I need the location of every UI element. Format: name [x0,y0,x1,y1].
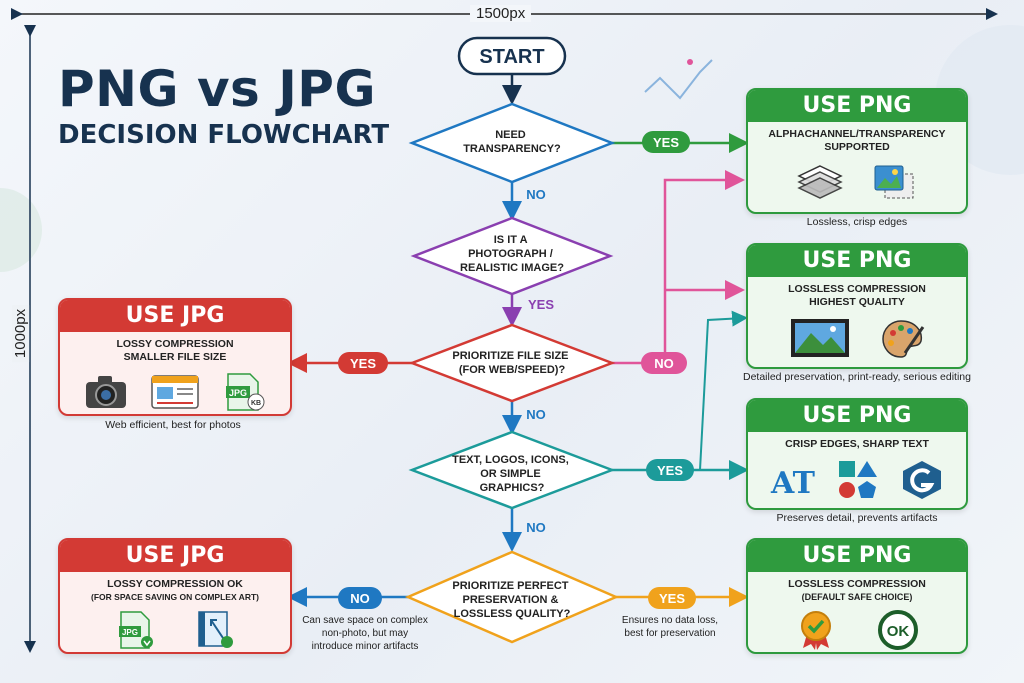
card-header: USE PNG [748,245,966,277]
svg-text:YES: YES [653,135,679,150]
decision-file-size-text: PRIORITIZE FILE SIZE (FOR WEB/SPEED)? [452,350,571,376]
width-dimension-label: 1500px [470,5,532,22]
decision-graphics [408,430,616,510]
connector-d4-yes-png2 [699,310,748,471]
connector-d3-no-png1 [612,170,745,365]
award-icon [801,611,831,650]
svg-text:YES: YES [350,356,376,371]
branch-no-pill: NO [641,352,687,374]
layers-icon [797,165,843,199]
card-header: USE PNG [748,400,966,432]
decor-dot [687,59,693,65]
svg-text:OK: OK [887,623,910,640]
decision-photograph-text: IS IT A PHOTOGRAPH / REALISTIC IMAGE? [460,234,564,274]
branch-no-label: NO [526,520,546,535]
card-header: USE PNG [748,90,966,122]
svg-text:YES: YES [657,463,683,478]
branch-no-label: NO [526,187,546,202]
card-subtitle: CRISP EDGES, SHARP TEXT [785,438,929,450]
note-yes-branch: Ensures no data loss,best for preservati… [621,615,719,639]
camera-icon [86,376,126,408]
svg-text:NO: NO [526,187,546,202]
start-label: START [479,46,544,68]
card-subtitle: LOSSY COMPRESSION OK(FOR SPACE SAVING ON… [91,578,259,602]
decision-transparency-text: NEED TRANSPARENCY? [463,129,561,155]
card-caption: Detailed preservation, print-ready, seri… [742,371,971,383]
branch-yes-pill: YES [338,352,388,374]
logo-icon [903,461,941,499]
decor-circle [0,188,42,272]
svg-text:KB: KB [251,400,261,407]
page-subtitle: DECISION FLOWCHART [58,120,390,150]
svg-text:NO: NO [526,407,546,422]
branch-yes-pill: YES [646,459,694,481]
decision-preservation [404,550,620,644]
palette-icon [882,320,925,358]
jpg-file-icon: JPG KB [226,373,265,411]
branch-yes-pill: YES [648,587,696,609]
card-header: USE JPG [60,540,290,572]
decision-transparency [408,102,616,184]
branch-no-pill: NO [338,587,382,609]
jpg-file-icon: JPG [119,611,153,649]
decision-file-size [408,323,616,403]
svg-text:JPG: JPG [229,388,247,398]
card-caption: Preserves detail, prevents artifacts [776,512,938,524]
decision-preservation-text: PRIORITIZE PERFECT PRESERVATION & LOSSLE… [452,580,571,620]
card-header: USE PNG [748,540,966,572]
branch-yes-label: YES [528,297,554,312]
decor-line-icon [644,59,713,100]
svg-text:JPG: JPG [122,628,138,637]
browser-icon [151,375,199,409]
start-node [457,36,567,76]
branch-no-label: NO [526,407,546,422]
card-header: USE JPG [60,300,290,332]
svg-text:AT: AT [770,466,816,501]
result-card-png-crisp: USE PNG CRISP EDGES, SHARP TEXT AT [746,398,968,510]
shapes-icon [839,461,877,498]
svg-text:NO: NO [654,356,674,371]
svg-text:NO: NO [526,520,546,535]
svg-text:NO: NO [350,591,370,606]
text-icon: AT [770,466,816,501]
photo-icon [791,319,849,357]
height-dimension-label: 1000px [12,304,30,363]
card-subtitle: LOSSLESS COMPRESSION(DEFAULT SAFE CHOICE… [788,578,926,602]
branch-yes-pill: YES [642,131,690,153]
resize-icon [198,611,233,648]
svg-text:YES: YES [659,591,685,606]
card-caption: Lossless, crisp edges [806,216,908,228]
card-caption: Web efficient, best for photos [105,419,241,431]
image-icon [874,165,914,199]
ok-badge-icon: OK [878,610,918,650]
svg-text:YES: YES [528,297,554,312]
page-title: PNG vs JPG [58,60,376,118]
decision-photograph [410,216,614,296]
result-card-jpg-complex: USE JPG LOSSY COMPRESSION OK(FOR SPACE S… [58,538,292,654]
decision-graphics-text: TEXT, LOGOS, ICONS, OR SIMPLE GRAPHICS? [452,454,572,494]
result-card-png-default: USE PNG LOSSLESS COMPRESSION(DEFAULT SAF… [746,538,968,654]
